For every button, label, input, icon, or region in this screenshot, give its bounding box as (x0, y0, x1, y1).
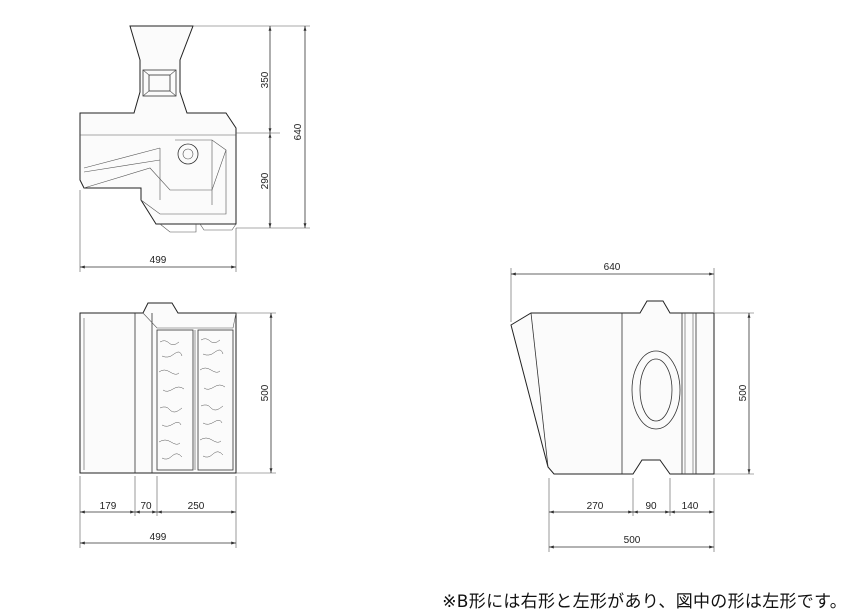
front-panel-left (156, 329, 194, 471)
top-dim-499: 499 (150, 255, 167, 266)
front-dim-250: 250 (188, 501, 205, 512)
front-dim-499: 499 (150, 532, 167, 543)
side-dim-90: 90 (645, 501, 657, 512)
top-view-hole (177, 143, 199, 165)
side-view: 640 500 270 90 140 500 (510, 262, 754, 552)
front-dim-179: 179 (100, 501, 117, 512)
front-dim-500: 500 (260, 384, 271, 401)
side-dim-640: 640 (604, 262, 621, 273)
side-view-handle-hole (631, 350, 681, 430)
top-dim-290: 290 (260, 172, 271, 189)
top-view-outline (79, 25, 237, 225)
side-dim-500: 500 (738, 384, 749, 401)
top-dim-350: 350 (260, 71, 271, 88)
front-view: 500 179 70 250 499 (79, 302, 276, 548)
front-view-outline (79, 302, 237, 474)
side-dim-270: 270 (587, 501, 604, 512)
top-view: 350 290 640 499 (79, 25, 310, 272)
top-view-socket (142, 69, 177, 97)
top-view-socket-inner (148, 74, 171, 92)
front-panel-right (197, 329, 234, 471)
side-view-outline (510, 300, 715, 475)
front-dim-70: 70 (140, 501, 152, 512)
footnote: ※B形には右形と左形があり、図中の形は左形です。 (442, 592, 847, 612)
side-dim-140: 140 (682, 501, 699, 512)
top-dim-640: 640 (293, 123, 304, 140)
side-dim-500-bottom: 500 (624, 535, 641, 546)
